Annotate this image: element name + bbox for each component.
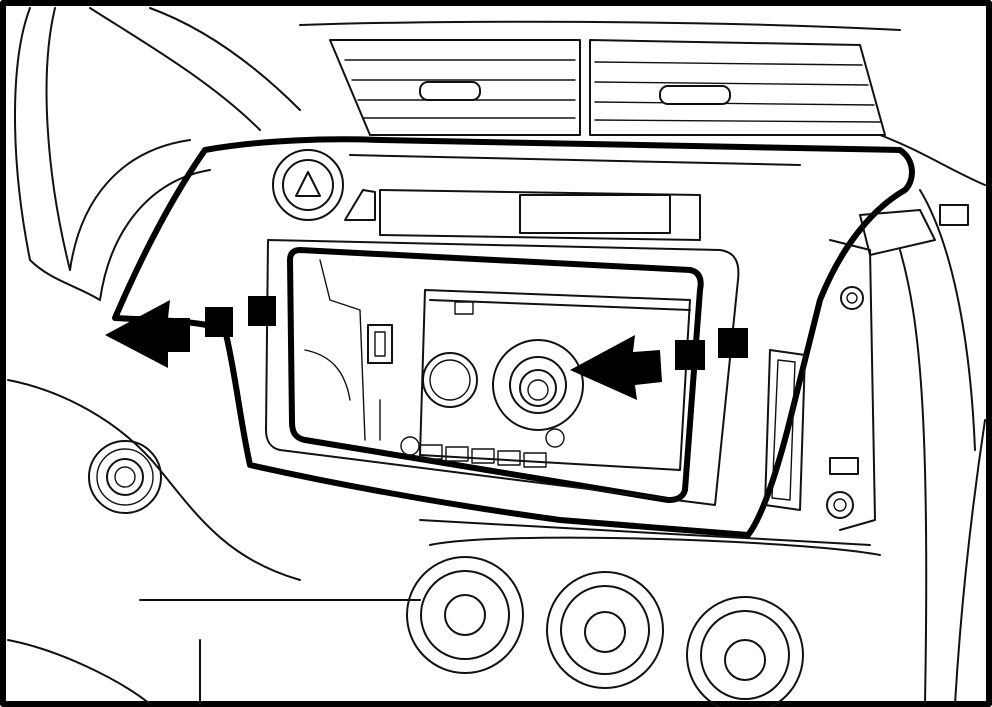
climate-knob-center — [546, 571, 664, 689]
radio-preset-buttons — [419, 444, 547, 468]
side-switch — [829, 457, 859, 475]
mounting-bracket-left — [304, 259, 420, 456]
lower-console — [419, 519, 881, 556]
right-dash-switch — [939, 204, 969, 226]
mounting-bolt-lower — [826, 491, 854, 519]
radio-tune-knob — [492, 339, 584, 431]
climate-knob-right — [686, 596, 804, 707]
display-window — [519, 194, 671, 234]
bezel-upper-panel — [349, 154, 801, 241]
right-dash-panel — [899, 189, 986, 705]
left-dash-panel — [7, 379, 421, 705]
mounting-bracket-right — [764, 204, 969, 531]
radio-volume-knob — [422, 352, 478, 408]
mounting-bolt-upper — [840, 286, 864, 310]
left-speaker-knob — [88, 440, 162, 514]
vent-slider-right — [659, 85, 731, 105]
trim-corner-tab — [344, 189, 376, 221]
radio-chassis — [419, 289, 691, 471]
arrow-left-icon — [105, 296, 276, 368]
a-pillar — [14, 7, 301, 271]
arrow-left-icon — [570, 328, 748, 400]
center-air-vents — [329, 39, 886, 136]
bezel-inner-lip — [265, 239, 740, 506]
vent-slider-left — [419, 81, 481, 101]
hazard-triangle-icon — [295, 171, 321, 197]
dash-top-edge — [299, 20, 901, 31]
hazard-button — [272, 149, 344, 221]
cluster-hood — [29, 139, 211, 301]
climate-knob-left — [406, 556, 524, 674]
dash-right-edge — [879, 134, 986, 186]
